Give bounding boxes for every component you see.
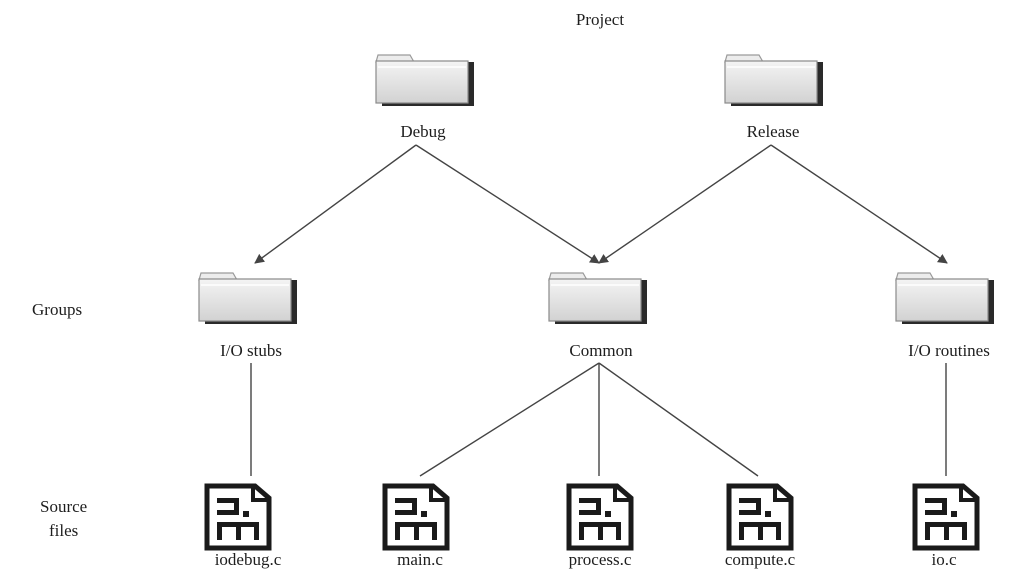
- config-label-release: Release: [746, 122, 800, 141]
- edge-common-main: [419, 362, 600, 477]
- group-label-io-stubs: I/O stubs: [220, 341, 282, 360]
- config-label-debug: Debug: [400, 122, 446, 141]
- folder-icon[interactable]: [198, 272, 298, 325]
- folder-icon[interactable]: [895, 272, 995, 325]
- folder-icon[interactable]: [375, 54, 475, 107]
- edge-common-compute: [598, 362, 759, 477]
- file-label-io: io.c: [931, 550, 957, 569]
- source-file-icon[interactable]: [385, 486, 447, 548]
- file-label-compute: compute.c: [724, 550, 796, 569]
- source-file-icon[interactable]: [729, 486, 791, 548]
- file-label-process: process.c: [568, 550, 632, 569]
- row-label-source-files: Source files: [40, 495, 87, 543]
- source-file-icon[interactable]: [569, 486, 631, 548]
- source-file-icon[interactable]: [207, 486, 269, 548]
- file-label-main: main.c: [397, 550, 443, 569]
- group-label-common: Common: [569, 341, 633, 360]
- edge-debug-io-stubs: [254, 144, 417, 264]
- connector-lines: [250, 144, 948, 477]
- folder-icon[interactable]: [724, 54, 824, 107]
- project-title: Project: [575, 10, 625, 29]
- group-label-io-routines: I/O routines: [908, 341, 990, 360]
- row-label-source-line1: Source: [40, 497, 88, 516]
- folder-icon[interactable]: [548, 272, 648, 325]
- edge-debug-common: [415, 144, 600, 264]
- edge-release-io-routines: [770, 144, 948, 264]
- file-label-iodebug: iodebug.c: [214, 550, 282, 569]
- edge-release-common: [598, 144, 772, 264]
- source-file-icon[interactable]: [915, 486, 977, 548]
- row-label-groups: Groups: [32, 300, 83, 319]
- row-label-source-line2: files: [48, 521, 79, 540]
